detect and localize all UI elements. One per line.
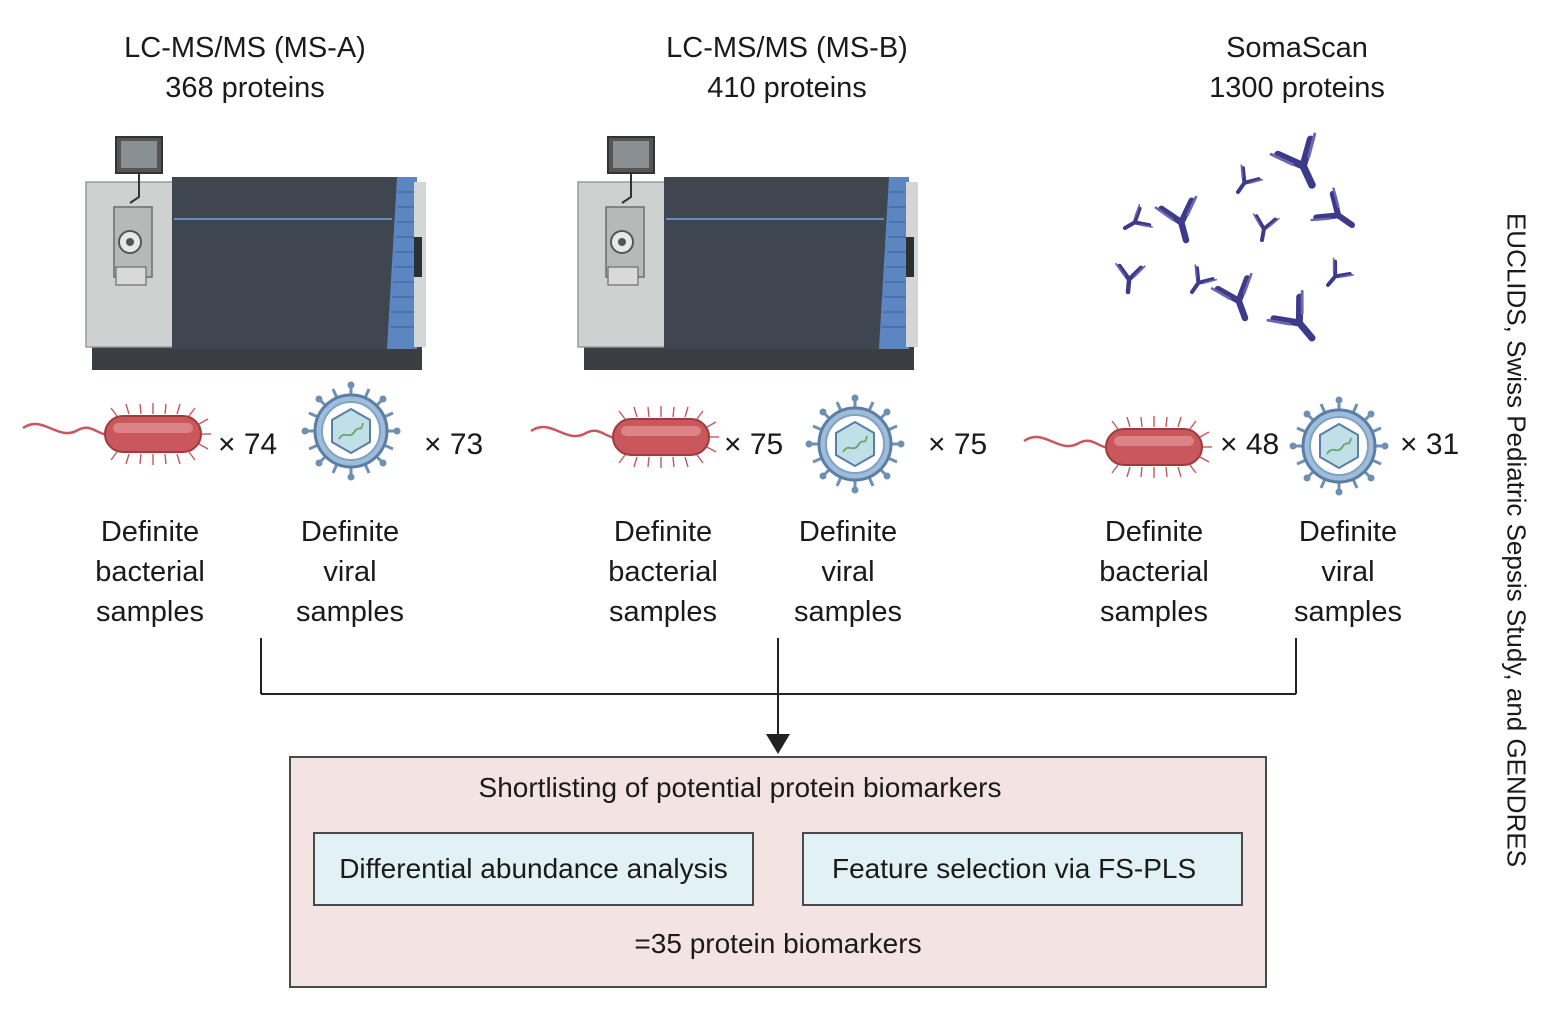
arrow-down-icon xyxy=(766,734,790,754)
feature-selection-box: Feature selection via FS-PLS xyxy=(802,832,1243,906)
cohort-side-label: EUCLIDS, Swiss Pediatric Sepsis Study, a… xyxy=(1501,212,1532,868)
bacterial-count: × 75 xyxy=(724,428,784,461)
bacterium-icon xyxy=(21,401,213,467)
bacterial-count: × 48 xyxy=(1220,428,1280,461)
ms-a-instrument-icon xyxy=(85,136,427,371)
shortlist-title: Shortlisting of potential protein biomar… xyxy=(478,772,1002,803)
viral-count: × 75 xyxy=(928,428,988,461)
ms-b-instrument-icon xyxy=(577,136,919,371)
viral-count: × 31 xyxy=(1400,428,1460,461)
platform-title: LC-MS/MS (MS-B)410 proteins xyxy=(666,32,908,104)
virus-icon xyxy=(300,380,402,482)
differential-abundance-box: Differential abundance analysis xyxy=(313,832,754,906)
bacterium-icon xyxy=(529,404,721,470)
antibody-cluster-icon xyxy=(1114,134,1363,352)
bacterial-count: × 74 xyxy=(218,428,278,461)
feature-selection-label: Feature selection via FS-PLS xyxy=(832,853,1197,884)
virus-icon xyxy=(804,393,906,495)
biomarker-result: =35 protein biomarkers xyxy=(634,928,922,959)
platform-title: LC-MS/MS (MS-A)368 proteins xyxy=(124,32,366,104)
bacterium-icon xyxy=(1022,414,1214,480)
viral-count: × 73 xyxy=(424,428,484,461)
connector-lines xyxy=(260,638,1297,738)
virus-icon xyxy=(1288,395,1390,497)
differential-abundance-label: Differential abundance analysis xyxy=(339,853,728,884)
